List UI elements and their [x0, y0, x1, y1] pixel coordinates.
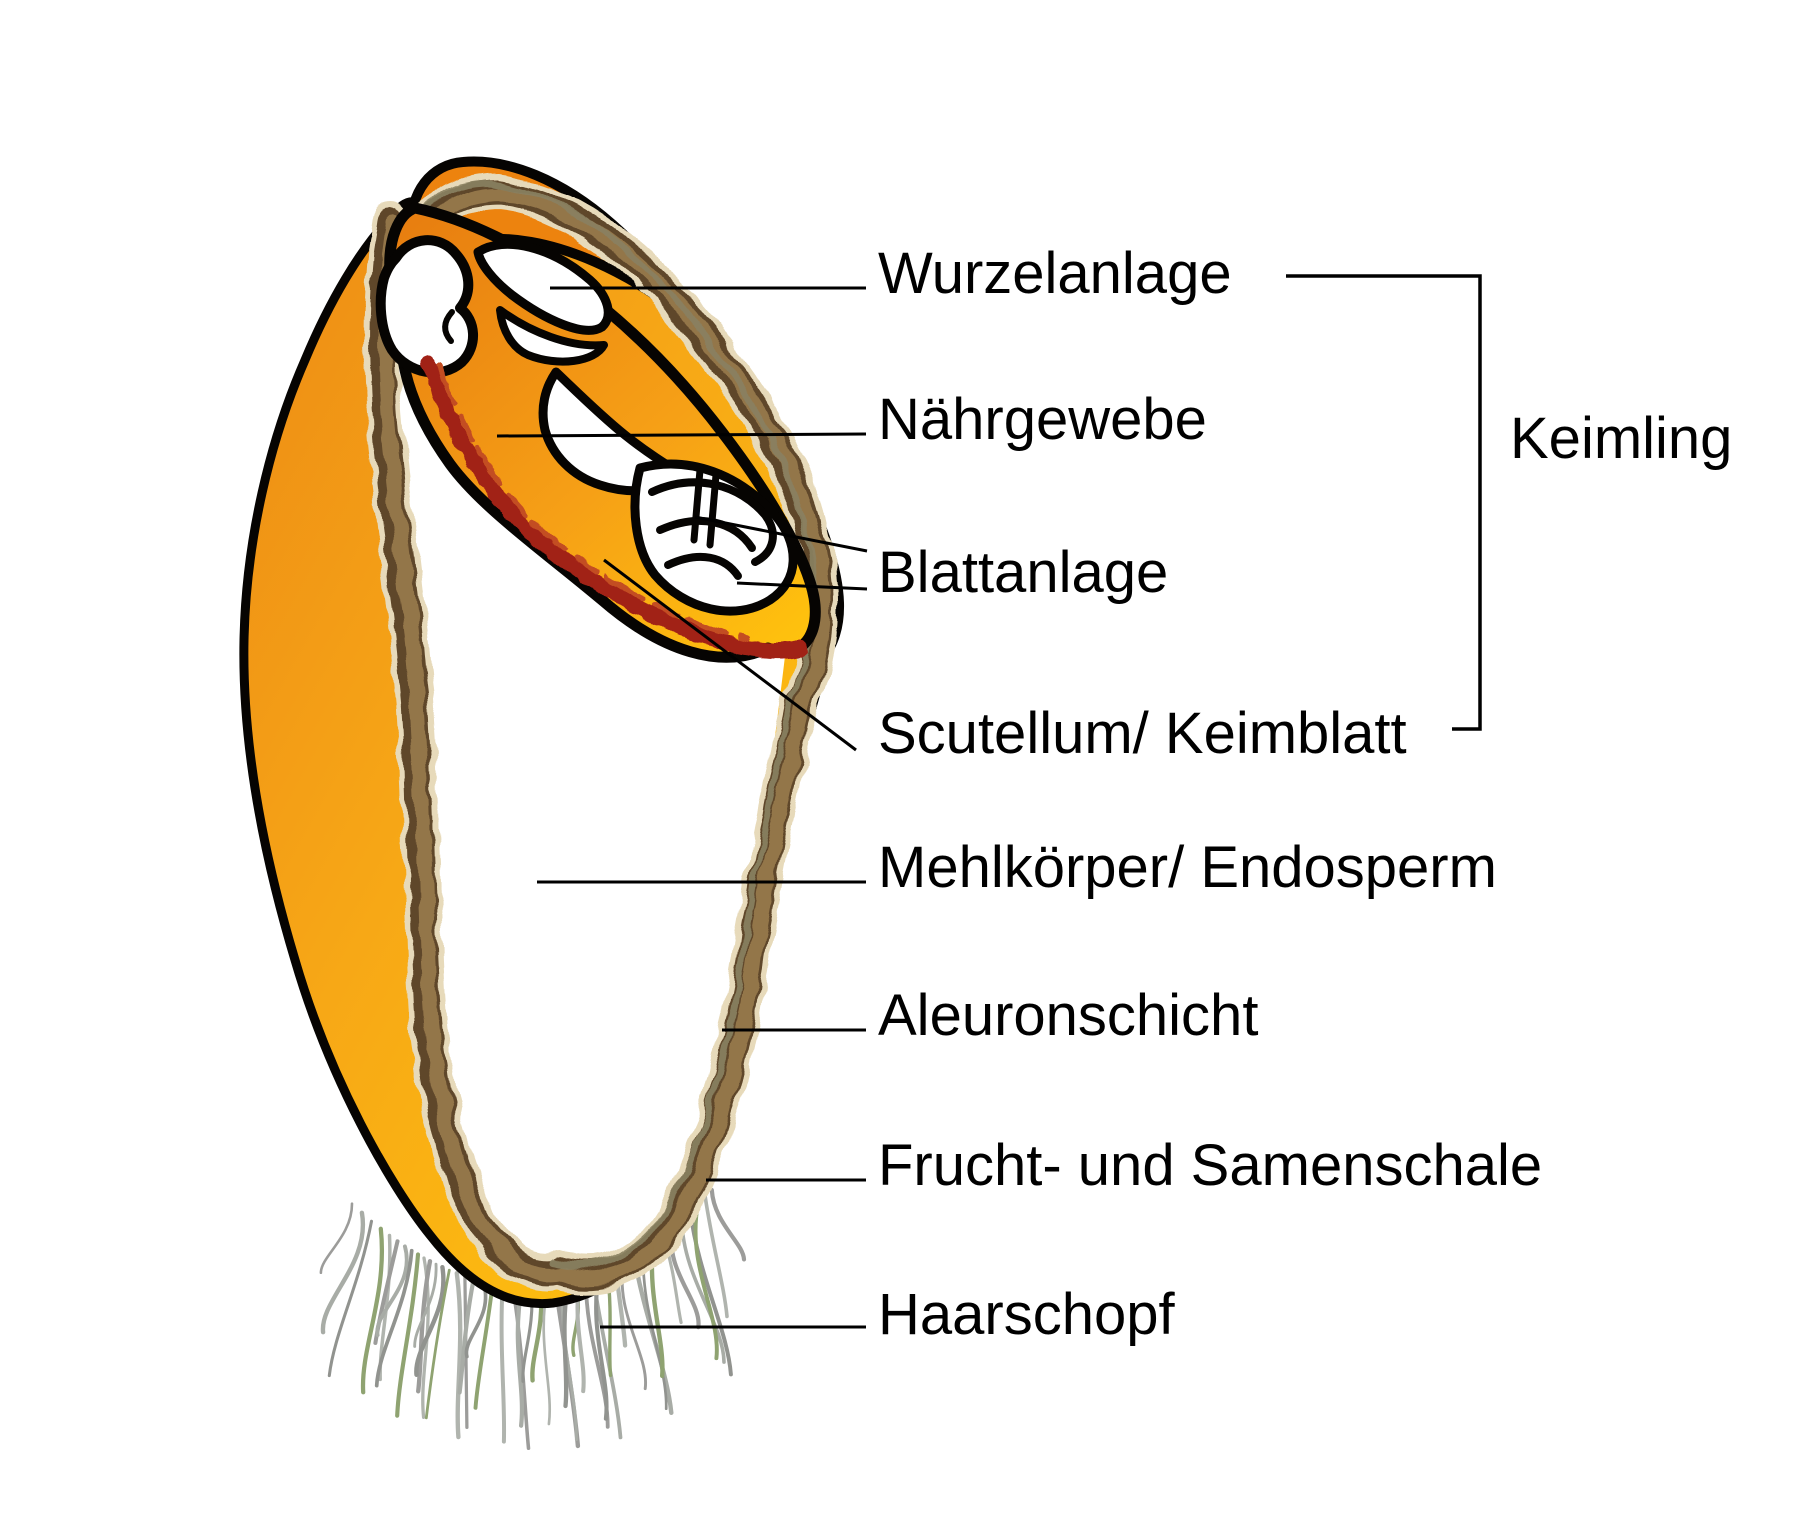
label-haarschopf: Haarschopf	[878, 1282, 1175, 1347]
hair-strand	[693, 1201, 719, 1361]
label-aleuronschicht: Aleuronschicht	[878, 983, 1258, 1048]
hair-tuft	[319, 1187, 747, 1450]
hair-strand	[454, 1271, 463, 1440]
hair-strand	[416, 1259, 433, 1394]
hair-strand	[320, 1210, 366, 1335]
embryo-notch-shape	[375, 235, 479, 378]
hair-strand	[374, 1248, 414, 1388]
label-naehrgewebe: Nährgewebe	[878, 387, 1207, 452]
leaf-primordia-hooks	[442, 309, 777, 580]
root-primordium-sliver	[496, 306, 608, 366]
hair-strand	[327, 1219, 374, 1378]
bran-layer-band	[363, 172, 839, 1295]
leader-blattanlage-2	[736, 581, 868, 591]
hair-strand	[457, 1276, 476, 1395]
labels: Wurzelanlage Nährgewebe Blattanlage Scut…	[878, 241, 1732, 1347]
hair-strand	[414, 1265, 446, 1377]
leader-naehrgewebe	[496, 432, 867, 438]
leader-scutellum	[603, 558, 857, 752]
hair-strand	[463, 1274, 469, 1430]
leader-blattanlage-1	[694, 515, 868, 553]
keimling-bracket	[1286, 274, 1482, 731]
scutellum-red-stroke	[420, 354, 808, 659]
leader-lines	[496, 286, 868, 1329]
label-keimling: Keimling	[1510, 406, 1732, 471]
hair-strand	[395, 1252, 421, 1418]
root-primordium-shape	[473, 239, 613, 335]
hair-strand	[375, 1244, 409, 1337]
hair-strand	[473, 1281, 495, 1410]
hair-strand	[360, 1226, 384, 1395]
label-fruchtschale: Frucht- und Samenschale	[878, 1133, 1542, 1198]
label-wurzelanlage: Wurzelanlage	[878, 241, 1232, 306]
hair-strand	[319, 1202, 354, 1274]
hair-strand	[424, 1268, 451, 1420]
label-mehlkoerper: Mehlkörper/ Endosperm	[878, 835, 1497, 900]
hair-strand	[709, 1187, 747, 1262]
label-blattanlage: Blattanlage	[878, 540, 1168, 605]
hair-strand	[499, 1282, 507, 1444]
hair-strand	[703, 1194, 729, 1319]
hair-strand	[413, 1262, 438, 1348]
label-scutellum: Scutellum/ Keimblatt	[878, 701, 1407, 766]
